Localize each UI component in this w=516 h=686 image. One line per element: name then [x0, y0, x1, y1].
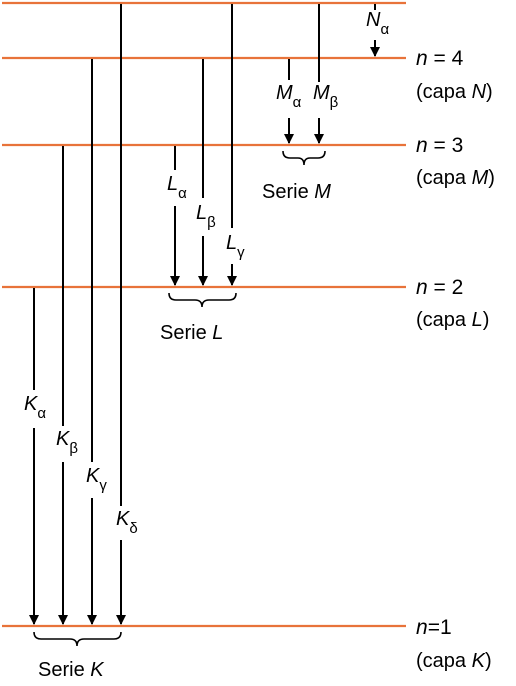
- transition-k-gamma: Kγ: [86, 59, 107, 625]
- label-k-beta: Kβ: [56, 428, 78, 457]
- label-k-alpha: Kα: [24, 393, 46, 422]
- label-l-beta: Lβ: [196, 202, 216, 231]
- level-label-n2: n = 2: [416, 276, 463, 299]
- shell-label-m: (capa M): [416, 167, 495, 189]
- brace-l-series: [168, 292, 237, 308]
- series-l-label: Serie L: [160, 322, 223, 344]
- transition-k-beta: Kβ: [56, 146, 78, 625]
- transition-m-beta: Mβ: [313, 4, 339, 144]
- level-labels: n = 4 (capa N) n = 3 (capa M) n = 2 (cap…: [416, 47, 495, 672]
- label-k-delta: Kδ: [116, 508, 138, 537]
- level-label-n4: n = 4: [416, 47, 464, 70]
- brace-m-series: [282, 150, 326, 166]
- label-l-alpha: Lα: [167, 173, 187, 202]
- label-m-alpha: Mα: [276, 82, 302, 111]
- shell-label-k: (capa K): [416, 650, 492, 672]
- series-k-label: Serie K: [38, 659, 105, 681]
- level-label-n1: n=1: [416, 616, 452, 639]
- transition-k-delta: Kδ: [116, 4, 138, 625]
- transition-l-alpha: Lα: [167, 146, 187, 286]
- label-k-gamma: Kγ: [86, 465, 107, 494]
- label-l-gamma: Lγ: [226, 232, 245, 261]
- transition-n-alpha: Nα: [366, 4, 389, 57]
- series-m-label: Serie M: [262, 181, 331, 203]
- level-label-n3: n = 3: [416, 134, 463, 157]
- transition-m-alpha: Mα: [276, 59, 302, 144]
- label-n-alpha: Nα: [366, 9, 389, 38]
- transition-l-gamma: Lγ: [226, 4, 245, 286]
- shell-label-l: (capa L): [416, 309, 489, 331]
- brace-k-series: [33, 631, 122, 647]
- transition-k-alpha: Kα: [24, 288, 46, 625]
- transition-l-beta: Lβ: [196, 59, 216, 286]
- shell-label-n: (capa N): [416, 81, 493, 103]
- label-m-beta: Mβ: [313, 82, 339, 111]
